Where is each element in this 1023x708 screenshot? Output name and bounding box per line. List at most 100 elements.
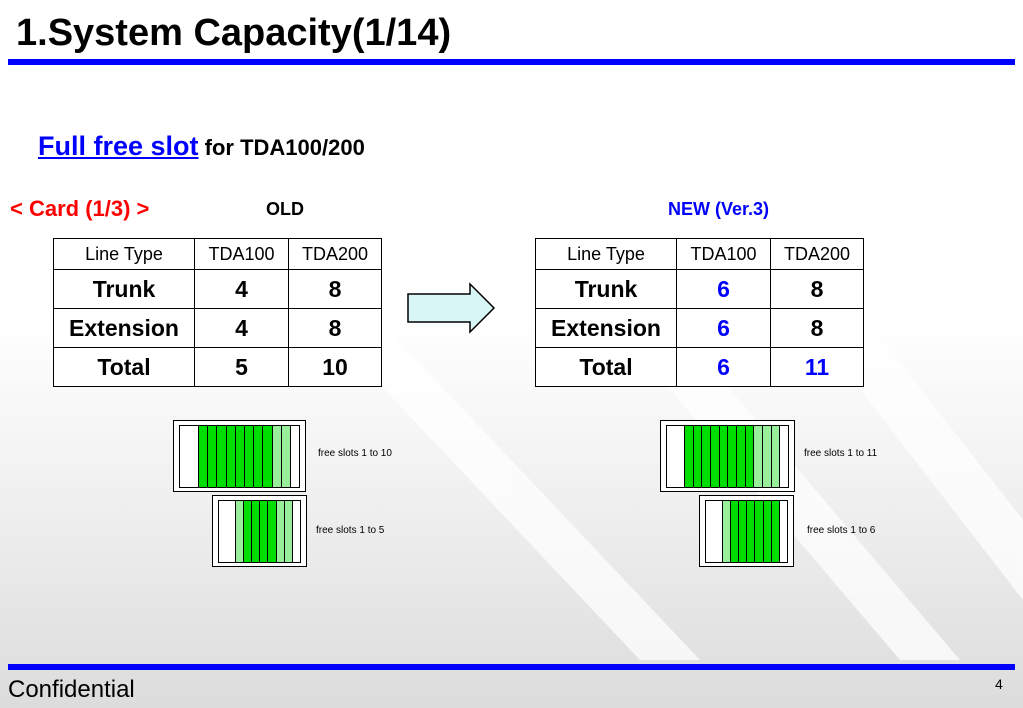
right-arrow-icon <box>407 282 496 334</box>
header-cell: TDA100 <box>676 238 771 270</box>
table-cell: 10 <box>288 347 382 387</box>
table-row: Extension 6 8 <box>535 308 864 348</box>
free-slot <box>771 426 781 487</box>
free-slot <box>747 501 756 562</box>
slot-rack <box>666 425 789 488</box>
free-slot <box>244 426 255 487</box>
subtitle: Full free slot for TDA100/200 <box>38 128 365 169</box>
free-slot <box>684 426 694 487</box>
free-slot <box>719 426 729 487</box>
free-slot <box>272 426 282 487</box>
table-row: Extension 4 8 <box>53 308 382 348</box>
empty-slot <box>780 426 788 487</box>
card-label: < Card (1/3) > <box>10 196 150 221</box>
free-slot <box>276 501 285 562</box>
row-label: Trunk <box>535 269 677 309</box>
free-slot <box>199 426 209 487</box>
header-cell: TDA200 <box>770 238 864 270</box>
old-large-cabinet <box>173 420 306 492</box>
new-large-free-label: free slots 1 to 11 <box>804 448 878 459</box>
new-capacity-table: Line Type TDA100 TDA200 Trunk 6 8 Extens… <box>535 238 864 387</box>
table-cell: 8 <box>288 308 382 348</box>
footer-confidential: Confidential <box>8 676 135 703</box>
free-slot <box>745 426 755 487</box>
free-slot <box>755 501 764 562</box>
empty-slot <box>219 501 236 562</box>
header-cell: Line Type <box>53 238 195 270</box>
table-cell: 8 <box>770 308 864 348</box>
table-cell: 4 <box>194 269 289 309</box>
free-slot <box>243 501 253 562</box>
old-label: OLD <box>266 199 304 219</box>
empty-slot <box>180 426 199 487</box>
free-slot <box>702 426 711 487</box>
free-slot <box>260 501 269 562</box>
free-slot <box>728 426 737 487</box>
free-slot <box>771 501 780 562</box>
old-capacity-table: Line Type TDA100 TDA200 Trunk 4 8 Extens… <box>53 238 382 387</box>
free-slot <box>730 501 740 562</box>
free-slot <box>254 426 264 487</box>
new-small-free-label: free slots 1 to 6 <box>807 525 876 536</box>
row-label: Trunk <box>53 269 195 309</box>
slot-rack <box>179 425 300 488</box>
title-divider <box>8 59 1015 65</box>
table-cell: 5 <box>194 347 289 387</box>
empty-slot <box>706 501 723 562</box>
free-slot <box>208 426 218 487</box>
old-small-cabinet <box>212 495 307 567</box>
empty-slot <box>290 426 300 487</box>
empty-slot <box>292 501 300 562</box>
free-slot <box>762 426 772 487</box>
row-label: Total <box>53 347 195 387</box>
free-slot <box>235 426 245 487</box>
free-slot <box>217 426 227 487</box>
free-slot <box>693 426 703 487</box>
page-title: 1.System Capacity(1/14) <box>16 12 452 54</box>
free-slot <box>754 426 763 487</box>
page-number: 4 <box>995 676 1003 692</box>
free-slot <box>235 501 244 562</box>
table-row: Total 6 11 <box>535 347 864 387</box>
free-slot <box>736 426 746 487</box>
table-row: Trunk 4 8 <box>53 269 382 309</box>
free-slot <box>739 501 748 562</box>
old-small-free-label: free slots 1 to 5 <box>316 525 385 536</box>
row-label: Extension <box>535 308 677 348</box>
table-cell-changed: 6 <box>676 269 771 309</box>
free-slot <box>252 501 261 562</box>
table-header-row: Line Type TDA100 TDA200 <box>535 238 864 270</box>
table-cell-changed: 6 <box>676 308 771 348</box>
footer-divider <box>8 664 1015 670</box>
free-slot <box>268 501 277 562</box>
table-header-row: Line Type TDA100 TDA200 <box>53 238 382 270</box>
row-label: Total <box>535 347 677 387</box>
table-cell: 8 <box>770 269 864 309</box>
table-cell: 8 <box>288 269 382 309</box>
table-cell-changed: 6 <box>676 347 771 387</box>
empty-slot <box>667 426 685 487</box>
table-cell: 4 <box>194 308 289 348</box>
free-slot <box>263 426 273 487</box>
header-cell: TDA100 <box>194 238 289 270</box>
free-slot <box>281 426 291 487</box>
free-slot <box>763 501 772 562</box>
old-large-free-label: free slots 1 to 10 <box>318 448 392 459</box>
empty-slot <box>779 501 787 562</box>
free-slot <box>226 426 236 487</box>
table-cell-changed: 11 <box>770 347 864 387</box>
full-free-slot-link[interactable]: Full free slot <box>38 131 199 161</box>
header-cell: TDA200 <box>288 238 382 270</box>
new-label: NEW (Ver.3) <box>668 199 770 219</box>
header-cell: Line Type <box>535 238 677 270</box>
new-large-cabinet <box>660 420 795 492</box>
table-row: Total 5 10 <box>53 347 382 387</box>
slot-rack <box>218 500 301 563</box>
row-label: Extension <box>53 308 195 348</box>
free-slot <box>710 426 720 487</box>
new-small-cabinet <box>699 495 794 567</box>
subtitle-text: for TDA100/200 <box>198 135 365 160</box>
table-row: Trunk 6 8 <box>535 269 864 309</box>
free-slot <box>284 501 293 562</box>
slot-rack <box>705 500 788 563</box>
